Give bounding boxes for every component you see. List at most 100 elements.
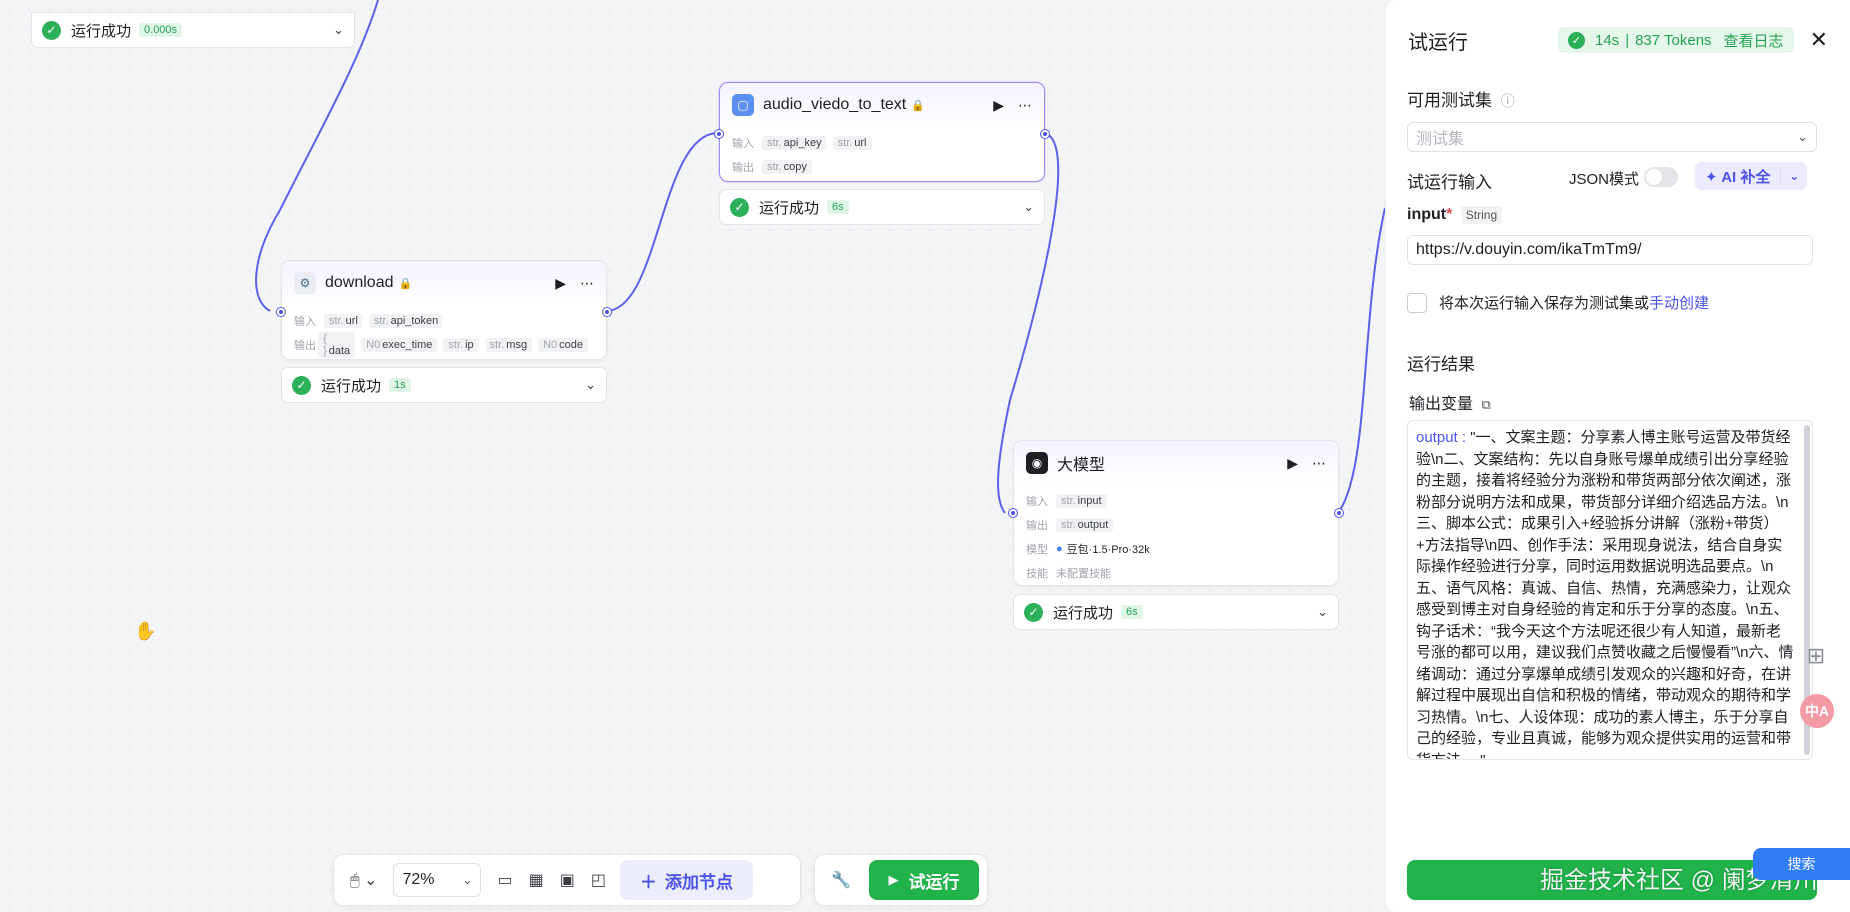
skill-row: 技能 未配置技能	[1026, 561, 1326, 585]
run-tokens: 837 Tokens	[1635, 31, 1712, 49]
output-port[interactable]	[1041, 130, 1049, 138]
chevron-down-icon[interactable]: ⌄	[1780, 169, 1807, 183]
edge-llm-next	[1337, 207, 1386, 514]
chevron-down-icon[interactable]: ⌄	[1023, 199, 1034, 214]
plus-icon: ＋	[639, 872, 657, 892]
manual-create-link[interactable]: 手动创建	[1649, 295, 1710, 312]
success-check-icon: ✓	[42, 20, 61, 40]
chevron-down-icon: ⌄	[462, 873, 473, 887]
status-label: 运行成功	[71, 22, 132, 40]
run-node-icon[interactable]: ▶	[1287, 454, 1298, 471]
save-checkbox[interactable]	[1407, 292, 1427, 313]
run-node-icon[interactable]: ▶	[555, 274, 566, 291]
more-icon[interactable]: ⋯	[1018, 96, 1032, 113]
run-time: 14s	[1595, 31, 1620, 49]
status-duration: 6s	[1121, 605, 1143, 619]
close-icon[interactable]: ✕	[1809, 27, 1828, 52]
status-label: 运行成功	[759, 199, 820, 217]
play-icon: ▶	[888, 872, 899, 887]
status-duration: 1s	[389, 378, 411, 392]
input-field[interactable]: https://v.douyin.com/ikaTmTm9/	[1407, 235, 1813, 265]
outputs-row: 输出 str.copy	[732, 155, 1032, 179]
chevron-down-icon[interactable]: ⌄	[585, 377, 596, 392]
zoom-select[interactable]: 72% ⌄	[393, 863, 482, 897]
input-tag: str.api_key	[762, 136, 827, 150]
audio-node-status[interactable]: ✓ 运行成功 6s ⌄	[719, 189, 1045, 225]
chevron-down-icon[interactable]: ⌄	[1317, 604, 1328, 619]
test-set-label: 可用测试集 ⓘ	[1407, 91, 1515, 110]
model-row: 模型 ● 豆包·1.5·Pro·32k	[1026, 537, 1326, 561]
output-tag: { }data	[318, 332, 356, 358]
skill-value: 未配置技能	[1056, 568, 1111, 580]
input-tag: str.url	[324, 314, 363, 328]
image-icon[interactable]: ▣	[559, 872, 575, 889]
layout-icon[interactable]: ▦	[528, 872, 544, 889]
llm-node-status[interactable]: ✓ 运行成功 6s ⌄	[1013, 594, 1339, 630]
input-tag: str.api_token	[368, 314, 444, 328]
output-port[interactable]	[603, 308, 611, 316]
test-run-button[interactable]: ▶ 试运行	[868, 860, 979, 900]
input-tag: str.url	[832, 136, 872, 150]
scrollbar[interactable]	[1804, 425, 1810, 755]
input-port[interactable]	[277, 308, 285, 316]
outputs-label: 输出	[732, 162, 754, 174]
test-run-panel: 试运行 ✓ 14s | 837 Tokens 查看日志 ✕	[1385, 0, 1850, 912]
start-node-status[interactable]: ✓ 运行成功 0.000s ⌄	[31, 12, 355, 48]
chevron-down-icon[interactable]: ⌄	[333, 22, 344, 37]
input-port[interactable]	[1009, 509, 1017, 517]
ai-fill-button[interactable]: ✦ AI 补全 ⌄	[1695, 162, 1808, 190]
copy-icon[interactable]: ⧉	[1481, 397, 1491, 412]
more-icon[interactable]: ⋯	[580, 274, 594, 291]
model-name: 豆包·1.5·Pro·32k	[1066, 544, 1150, 556]
comment-icon[interactable]: ▭	[497, 872, 513, 889]
add-node-button[interactable]: ＋ 添加节点	[619, 860, 753, 900]
model-logo-icon: ●	[1056, 543, 1063, 555]
minimap-icon[interactable]: ◰	[590, 872, 606, 889]
json-mode-toggle[interactable]	[1644, 167, 1678, 187]
panel-action-button[interactable]	[1407, 860, 1817, 900]
inputs-label: 输入	[294, 316, 316, 328]
lock-icon: 🔒	[398, 277, 413, 290]
skill-label: 技能	[1026, 568, 1048, 580]
sparkle-icon: ✦	[1705, 168, 1718, 186]
status-duration: 6s	[827, 200, 849, 214]
view-log-link[interactable]: 查看日志	[1723, 32, 1784, 50]
node-title: 大模型	[1057, 457, 1106, 474]
status-label: 运行成功	[1053, 604, 1114, 622]
success-check-icon: ✓	[730, 197, 749, 217]
hand-cursor-icon: ✋	[134, 621, 157, 641]
more-icon[interactable]: ⋯	[1312, 454, 1326, 471]
output-var-label: 输出变量 ⧉	[1409, 396, 1491, 413]
mouse-mode-icon[interactable]: 🖱 ⌄	[350, 872, 378, 889]
outputs-label: 输出	[1026, 520, 1048, 532]
plugin-icon: ⚙	[294, 272, 316, 294]
node-llm[interactable]: ◉ 大模型 ▶ ⋯ 输入 str.input 输出 str.output 模型 …	[1009, 440, 1343, 586]
node-audio-video-to-text[interactable]: ▢ audio_viedo_to_text 🔒 ▶ ⋯ 输入 str.api_k…	[715, 82, 1049, 182]
input-tag: str.input	[1056, 494, 1107, 508]
save-test-set-row: 将本次运行输入保存为测试集或 手动创建	[1407, 292, 1709, 313]
output-result-box[interactable]: output : "一、文案主题：分享素人博主账号运营及带货经验\n二、文案结构…	[1407, 420, 1813, 760]
info-icon: ⓘ	[1500, 93, 1515, 109]
translate-icon[interactable]: 中A	[1800, 694, 1834, 728]
success-check-icon: ✓	[1568, 31, 1585, 49]
canvas-toolbar: 🖱 ⌄ 72% ⌄ ▭ ▦ ▣ ◰ ＋ 添加节点	[333, 854, 801, 906]
grid-plus-icon[interactable]: ⊞	[1806, 643, 1826, 668]
output-key: output	[1416, 429, 1458, 446]
test-set-select[interactable]: 测试集 ⌄	[1407, 122, 1817, 152]
llm-icon: ◉	[1026, 452, 1048, 474]
run-node-icon[interactable]: ▶	[993, 96, 1004, 113]
side-search-tag[interactable]: 搜索	[1753, 848, 1850, 880]
wrench-icon[interactable]: 🔧	[831, 872, 851, 889]
output-port[interactable]	[1335, 509, 1343, 517]
status-label: 运行成功	[321, 377, 382, 395]
outputs-label: 输出	[294, 340, 316, 352]
input-port[interactable]	[715, 130, 723, 138]
run-result-label: 运行结果	[1407, 355, 1475, 374]
inputs-label: 输入	[1026, 496, 1048, 508]
node-download[interactable]: ⚙ download 🔒 ▶ ⋯ 输入 str.url str.api_toke…	[277, 260, 611, 360]
download-node-status[interactable]: ✓ 运行成功 1s ⌄	[281, 367, 607, 403]
